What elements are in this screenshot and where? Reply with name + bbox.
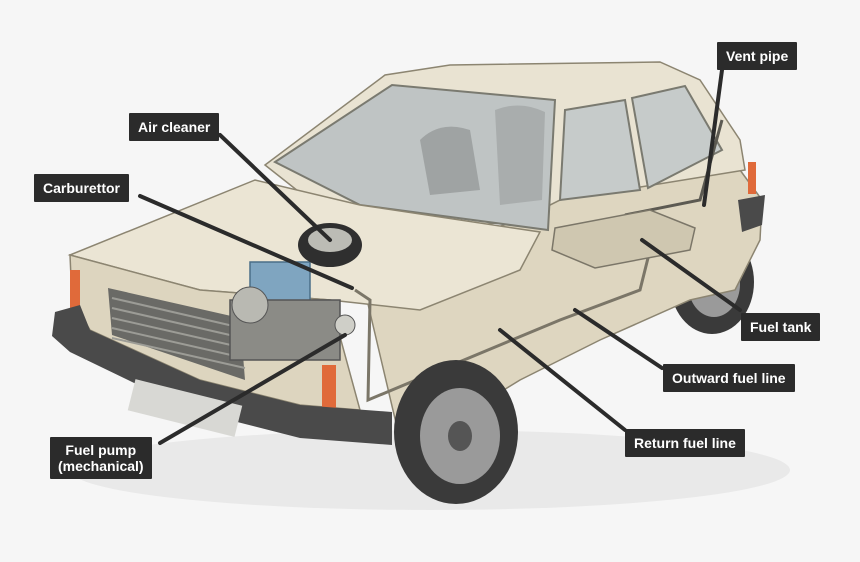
label-carburettor: Carburettor <box>34 174 130 202</box>
number-plate <box>127 379 243 437</box>
front-wheel <box>394 360 518 504</box>
right-indicator <box>322 365 336 415</box>
rear-bumper <box>738 195 765 232</box>
label-fuel-pump: Fuel pump (mechanical) <box>50 437 152 479</box>
left-indicator <box>70 270 80 310</box>
front-seat <box>420 126 480 195</box>
side-window-rear <box>630 84 724 190</box>
rear-seat <box>495 105 545 205</box>
leader-return-fuel-line <box>498 328 627 432</box>
leader-lines <box>138 68 742 445</box>
label-fuel-pump-line1: Fuel pump <box>65 442 137 458</box>
rear-light <box>748 162 756 194</box>
leader-vent-pipe <box>702 68 724 207</box>
label-fuel-tank: Fuel tank <box>741 313 821 341</box>
leader-fuel-pump <box>158 333 347 445</box>
grille <box>108 288 246 380</box>
side-window-front <box>558 98 642 202</box>
windscreen <box>273 83 557 232</box>
label-return-fuel-line: Return fuel line <box>625 429 745 457</box>
leader-carburettor <box>138 194 354 290</box>
label-air-cleaner: Air cleaner <box>129 113 220 141</box>
label-fuel-pump-line2: (mechanical) <box>58 458 144 474</box>
front-bumper <box>52 305 392 445</box>
leader-air-cleaner <box>218 133 332 242</box>
leader-outward-fuel-line <box>573 308 664 370</box>
label-outward-fuel-line: Outward fuel line <box>663 364 795 392</box>
label-vent-pipe: Vent pipe <box>717 42 798 70</box>
leader-fuel-tank <box>640 238 742 312</box>
